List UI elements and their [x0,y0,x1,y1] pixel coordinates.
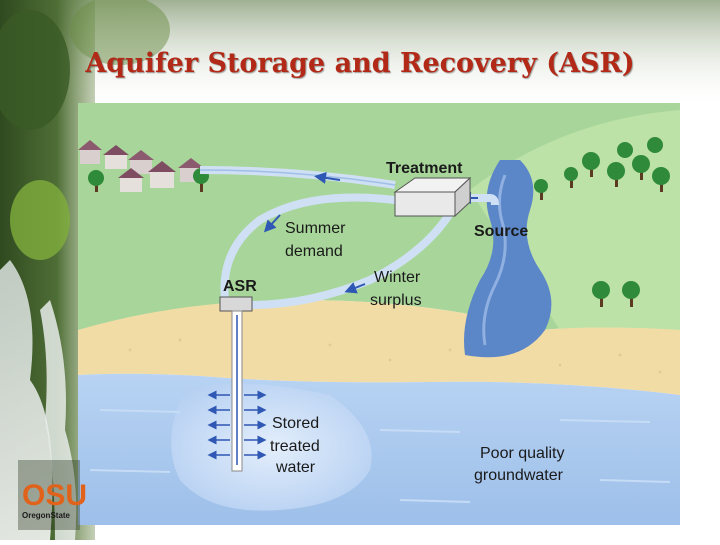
summer-demand-label-line2: demand [285,243,343,260]
osu-logo-subtext: OregonState [22,511,71,520]
stored-water-label-line1: Stored [272,415,319,432]
town [78,140,204,192]
treatment-plant [393,176,472,218]
osu-logo: OSU OregonState [18,460,87,530]
diagram-panel: Treatment Source Summer demand ASR Winte… [78,103,680,525]
stored-water-label-line3: water [275,459,316,476]
trees [88,137,670,307]
poor-quality-label-line1: Poor quality [480,445,565,462]
slide-title: Aquifer Storage and Recovery (ASR) [85,48,635,79]
soil-layer [78,300,680,395]
stored-water-label-line2: treated [270,438,320,455]
asr-well [207,296,267,472]
pipes [199,166,499,309]
source-label: Source [474,223,528,240]
osu-logo-text: OSU [22,479,87,512]
winter-surplus-label-line1: Winter [374,269,421,286]
poor-quality-label-line2: groundwater [474,467,564,484]
winter-surplus-label-line2: surplus [370,292,422,309]
aquifer [78,373,680,525]
asr-label: ASR [223,278,257,295]
stored-water-zone [171,383,372,511]
summer-demand-label-line1: Summer [285,220,346,237]
treatment-label: Treatment [386,160,463,177]
